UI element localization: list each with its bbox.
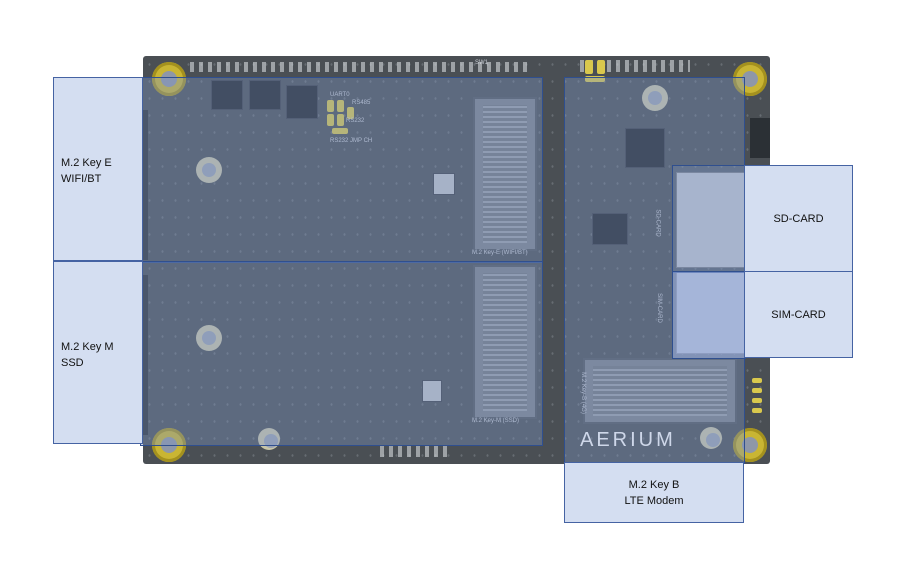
m2-key-b-subtitle: LTE Modem — [624, 494, 684, 507]
m2-key-e-label: M.2 Key E WIFI/BT — [53, 77, 143, 261]
standoff-bottom — [258, 428, 280, 450]
m2-key-m-subtitle: SSD — [61, 357, 84, 369]
edge-pad — [752, 408, 762, 413]
bottom-edge-pads — [380, 445, 450, 457]
m2-key-b-label: M.2 Key B LTE Modem — [564, 462, 744, 523]
m2-key-e-title: M.2 Key E — [61, 157, 112, 169]
standoff-key-b-top — [642, 85, 668, 111]
jumper-pad — [327, 114, 334, 126]
silk-m2-key-m: M.2 Key-M (SSD) — [472, 418, 520, 424]
m2-key-e-slot — [473, 97, 537, 251]
switch-pad — [597, 60, 605, 74]
sd-card-label: SD-CARD — [744, 165, 853, 272]
m2-key-e-overlay — [140, 77, 543, 263]
silk-rs232: RS232 — [346, 118, 365, 124]
sim-card-overlay — [672, 271, 746, 359]
mounting-hole-top-right — [733, 62, 767, 96]
m2-key-b-overlay — [564, 77, 745, 464]
jumper-pad — [327, 100, 334, 112]
m2-key-b-slot — [583, 358, 737, 424]
silk-rs485: RS485 — [352, 100, 371, 106]
edge-pad — [752, 388, 762, 393]
aerium-logo: AERIUM — [580, 429, 676, 451]
jumper-pad — [337, 114, 344, 126]
sim-card-label: SIM-CARD — [744, 271, 853, 358]
sim-card-title: SIM-CARD — [771, 308, 826, 321]
jumper-pad — [337, 100, 344, 112]
switch-pad — [585, 76, 605, 82]
edge-pad — [752, 398, 762, 403]
sd-card-overlay — [672, 165, 746, 273]
ic-chip-1 — [211, 80, 243, 110]
ic-chip-3 — [286, 85, 318, 119]
jumper-pad — [332, 128, 348, 134]
crystal-2 — [422, 380, 442, 402]
silk-m2-key-e: M.2 Key-E (WIFI/BT) — [472, 250, 528, 256]
right-edge-connector — [750, 118, 770, 158]
left-edge-connector-bottom — [138, 275, 148, 435]
m2-key-b-title: M.2 Key B — [628, 478, 680, 491]
mounting-hole-bottom-right — [733, 428, 767, 462]
top-edge-pads-right — [580, 60, 690, 72]
edge-pad — [752, 378, 762, 383]
m2-key-m-title: M.2 Key M — [61, 341, 114, 353]
standoff-key-m — [196, 325, 222, 351]
sd-card-title: SD-CARD — [773, 212, 824, 225]
ic-chip-4 — [592, 213, 628, 245]
silk-sw1: SW1 — [475, 60, 489, 66]
processor-chip — [625, 128, 665, 168]
silk-uart0: UART0 — [330, 92, 350, 98]
left-edge-connector-top — [138, 110, 148, 260]
m2-key-m-overlay — [140, 261, 543, 446]
standoff-key-b — [700, 427, 722, 449]
switch-pad — [585, 60, 593, 74]
m2-key-m-slot — [473, 265, 537, 419]
mounting-hole-top-left — [152, 62, 186, 96]
m2-key-e-subtitle: WIFI/BT — [61, 173, 102, 185]
top-edge-pads — [190, 62, 530, 72]
pcb-board — [143, 56, 770, 464]
standoff-key-e — [196, 157, 222, 183]
crystal-1 — [433, 173, 455, 195]
ic-chip-2 — [249, 80, 281, 110]
silk-rs232-jmp: RS232 JMP CH — [330, 138, 373, 144]
jumper-pad — [347, 107, 354, 119]
m2-key-m-label: M.2 Key M SSD — [53, 261, 143, 444]
